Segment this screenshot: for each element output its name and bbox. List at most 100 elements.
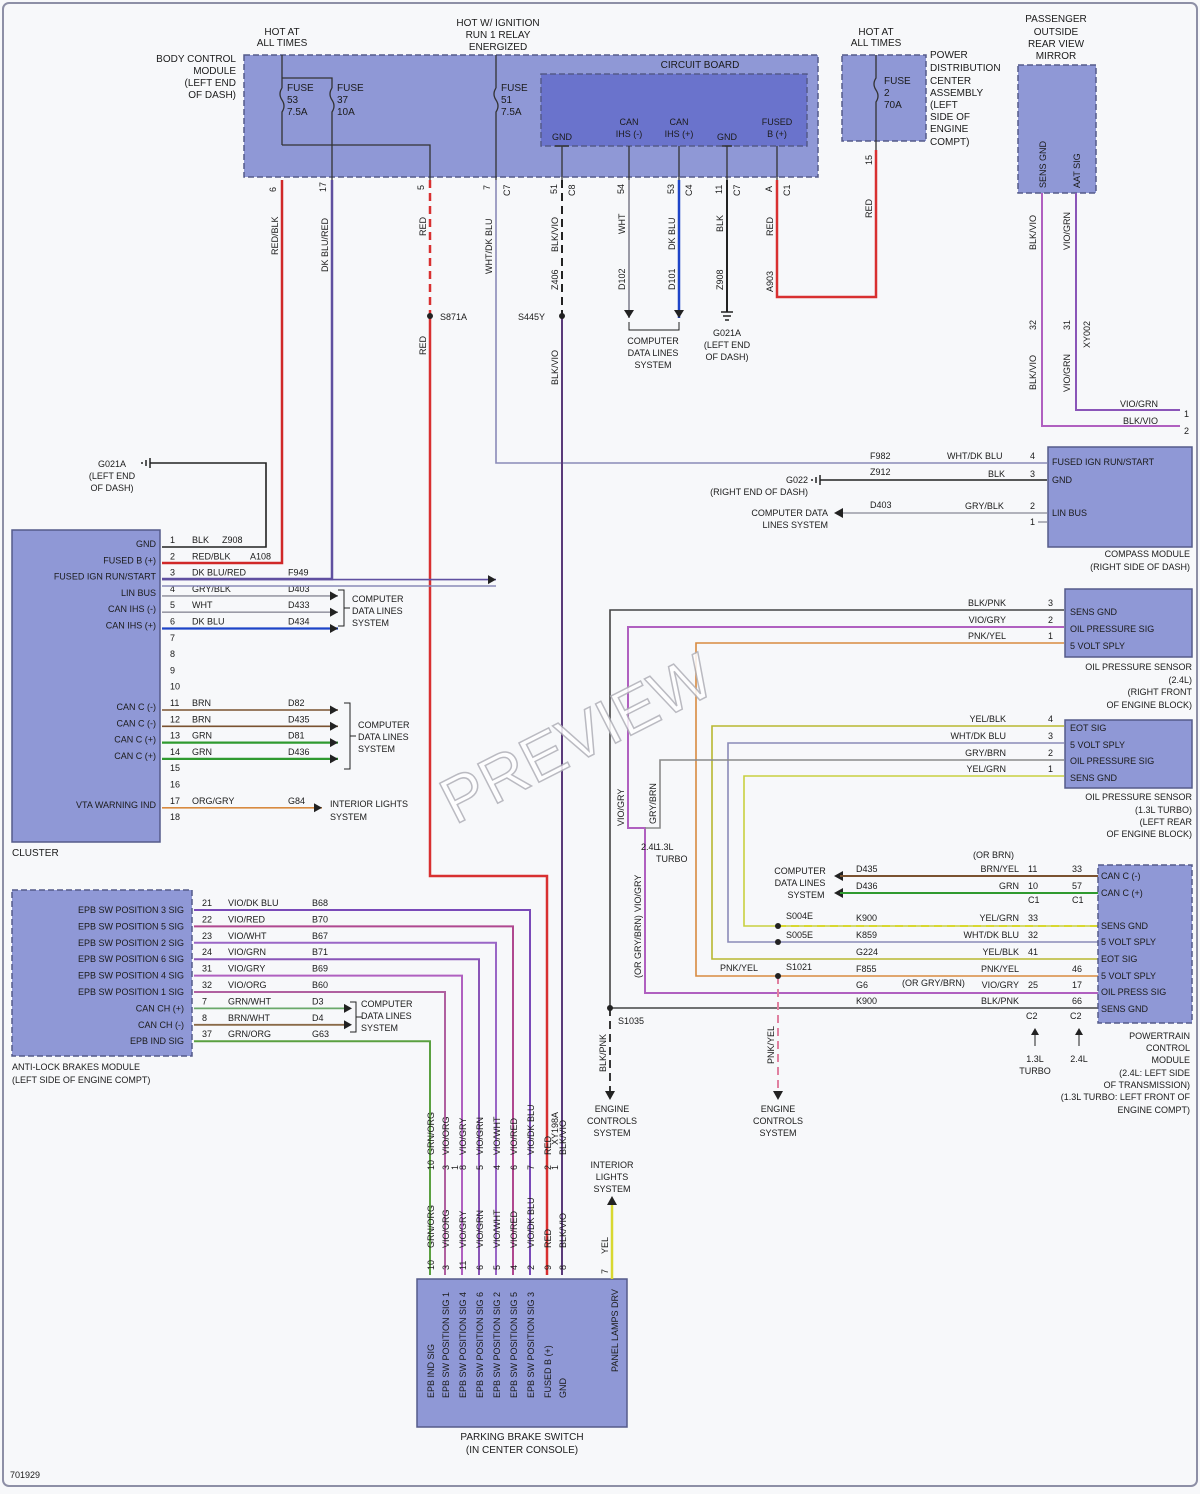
pcm-wire-color: PNK/YEL [981,964,1019,974]
svg-text:5 VOLT SPLY: 5 VOLT SPLY [1101,937,1156,947]
svg-text:SYSTEM: SYSTEM [358,744,395,754]
abs-cdl: COMPUTER DATA LINES SYSTEM [350,999,413,1033]
svg-text:D102: D102 [617,268,627,290]
abs-circuit: B71 [312,947,328,957]
svg-text:OUTSIDE: OUTSIDE [1034,27,1079,38]
svg-text:37: 37 [337,95,349,106]
svg-text:INTERIOR: INTERIOR [590,1160,634,1170]
cluster-arrow [330,624,338,633]
pcm-circuit: G6 [856,980,868,990]
cluster-wire-color: GRY/BLK [192,584,231,594]
cluster-wire-color: DK BLU/RED [192,568,247,578]
pbs-wire-color: RED [543,1228,553,1248]
svg-text:G022: G022 [786,475,808,485]
svg-text:53: 53 [287,95,299,106]
svg-text:S005E: S005E [786,930,813,940]
pbs-pin-num: 9 [543,1265,553,1270]
svg-text:ENGINE COMPT): ENGINE COMPT) [1117,1105,1190,1115]
svg-text:PNK/YEL: PNK/YEL [968,631,1006,641]
cluster-pin-num: 4 [170,584,175,594]
svg-text:(LEFT END: (LEFT END [185,78,237,89]
cluster-pin-label: CAN IHS (+) [106,621,156,631]
svg-text:RED: RED [864,198,874,218]
pcm-circuit: K859 [856,930,877,940]
pbs-pin-num: 11 [458,1261,468,1270]
pbs-upper-num: 10 [426,1160,436,1170]
abs-pin-label: EPB SW POSITION 6 SIG [78,954,184,964]
svg-text:FUSE: FUSE [884,76,911,87]
abs-pin-label: EPB SW POSITION 3 SIG [78,905,184,915]
ground-g021a-top: G021A (LEFT END OF DASH) [704,311,751,362]
pbs-pin-label: EPB SW POSITION SIG 3 [526,1292,536,1398]
svg-text:CAN: CAN [619,117,638,127]
svg-text:(LEFT END: (LEFT END [704,340,751,350]
cluster-wire-color: ORG/GRY [192,796,234,806]
cluster-pin-num: 13 [170,731,180,741]
svg-text:S1021: S1021 [786,962,812,972]
svg-text:IHS (-): IHS (-) [616,129,643,139]
svg-text:5 VOLT SPLY: 5 VOLT SPLY [1070,740,1125,750]
abs-pin-label: EPB SW POSITION 2 SIG [78,938,184,948]
cluster-arrow [330,607,338,617]
svg-text:FUSE: FUSE [287,83,314,94]
abs-pin-label: EPB SW POSITION 5 SIG [78,921,184,931]
svg-text:XY002: XY002 [1082,321,1092,348]
cluster-pin-label: GND [136,539,157,549]
cluster-arrow [488,575,496,585]
pbs-wire-color-upper: VIO/WHT [492,1116,502,1155]
svg-text:7: 7 [482,185,492,190]
svg-text:C4: C4 [684,184,694,196]
svg-text:(LEFT: (LEFT [930,100,958,111]
wire-pnk-yel-sensor [695,642,1098,977]
abs-pin-label: EPB SW POSITION 4 SIG [78,971,184,981]
abs-pin-num: 8 [202,1013,207,1023]
svg-text:G021A: G021A [713,328,741,338]
svg-text:1: 1 [1184,409,1189,419]
abs-module [11,889,193,1057]
cluster-pin-label: LIN BUS [121,588,156,598]
wire-dk-blu-red [162,180,334,581]
pbs-wire-color-upper: VIO/DK BLU [526,1104,536,1155]
cluster-circuit: D434 [288,617,310,627]
svg-text:LIN BUS: LIN BUS [1052,508,1087,518]
svg-text:COMPUTER: COMPUTER [352,594,404,604]
svg-text:1: 1 [1030,517,1035,527]
svg-text:VIO/GRN: VIO/GRN [1062,212,1072,250]
abs-wire-color: GRN/ORG [228,1029,271,1039]
svg-text:C8: C8 [567,184,577,196]
svg-text:BLK/VIO: BLK/VIO [1028,355,1038,390]
abs-wire [194,974,463,1275]
svg-text:(RIGHT END OF DASH): (RIGHT END OF DASH) [710,487,808,497]
svg-text:3: 3 [1048,598,1053,608]
svg-text:4: 4 [1048,714,1053,724]
pcm-wire-color: WHT/DK BLU [963,930,1019,940]
pbs-wire-color-upper: VIO/RED [509,1117,519,1155]
pbs-pin-num: 2 [526,1265,536,1270]
svg-text:D101: D101 [667,268,677,290]
svg-text:GRY/BRN: GRY/BRN [965,748,1006,758]
pbs-wire-color-upper: GRN/ORG [426,1112,436,1155]
svg-text:LIGHTS: LIGHTS [596,1172,629,1182]
powertrain-control-module [1097,864,1193,1024]
abs-wire-color: BRN/WHT [228,1013,270,1023]
svg-text:GND: GND [717,132,738,142]
svg-text:D403: D403 [870,500,892,510]
svg-text:EOT SIG: EOT SIG [1101,954,1137,964]
svg-text:7.5A: 7.5A [501,107,522,118]
wire-vio-gry-sensor [627,626,1098,994]
svg-text:G021A: G021A [98,459,126,469]
cluster-pin-num: 16 [170,780,180,790]
svg-text:DATA LINES: DATA LINES [352,606,403,616]
parking-brake-switch [416,1278,628,1428]
pbs-upper-num: 6 [509,1165,519,1170]
cluster-wire-color: BRN [192,714,211,724]
svg-text:5 VOLT SPLY: 5 VOLT SPLY [1070,641,1125,651]
cluster-pin-num: 2 [170,551,175,561]
pcm-pin-a: C1 [1028,895,1040,905]
pcm-circuit: F855 [856,964,877,974]
abs-circuit: D4 [312,1013,324,1023]
svg-text:COMPUTER: COMPUTER [627,336,679,346]
svg-text:PANEL LAMPS DRV: PANEL LAMPS DRV [610,1289,620,1372]
cluster-pin-num: 11 [170,698,179,708]
